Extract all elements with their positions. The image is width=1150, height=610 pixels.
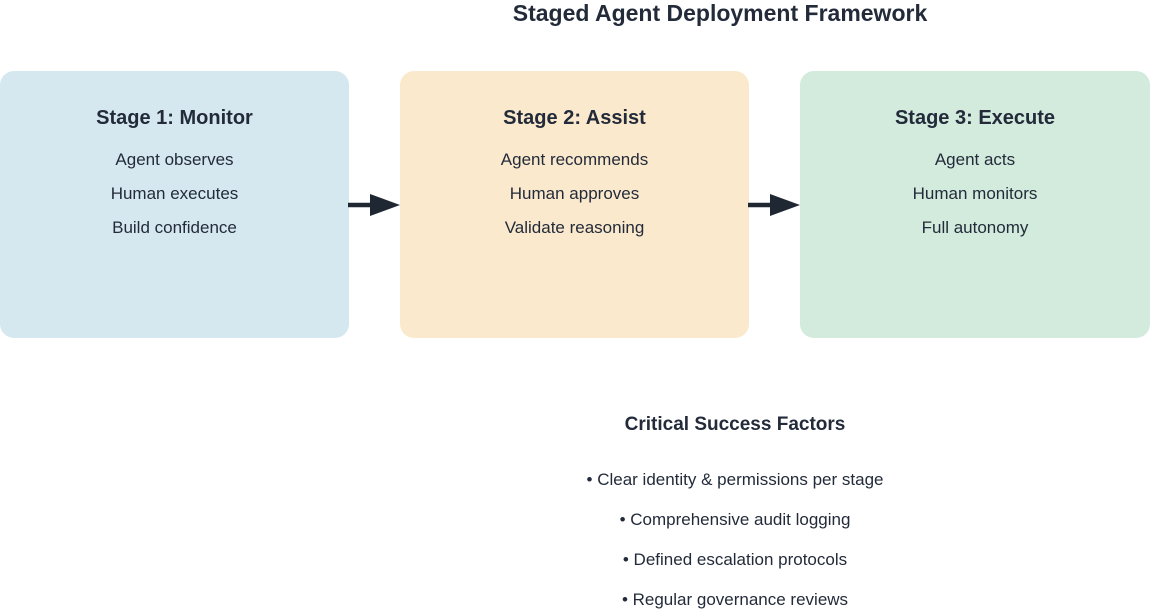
stage-2-box: Stage 2: Assist Agent recommends Human a… bbox=[400, 71, 749, 338]
critical-success-factors-title: Critical Success Factors bbox=[624, 414, 846, 435]
stage-1-box: Stage 1: Monitor Agent observes Human ex… bbox=[0, 71, 349, 338]
arrow-stage2-to-stage3-icon bbox=[748, 194, 800, 216]
critical-success-factors-section: Critical Success Factors • Clear identit… bbox=[235, 412, 1150, 610]
critical-success-factors-list: • Clear identity & permissions per stage… bbox=[235, 460, 1150, 610]
success-factor-item: • Comprehensive audit logging bbox=[619, 510, 851, 529]
stage-2-item: Agent recommends bbox=[500, 150, 649, 169]
success-factor-item: • Clear identity & permissions per stage bbox=[586, 470, 884, 489]
stage-1-title: Stage 1: Monitor bbox=[96, 107, 253, 129]
stage-3-box: Stage 3: Execute Agent acts Human monito… bbox=[800, 71, 1150, 338]
stage-1-item: Agent observes bbox=[115, 150, 234, 169]
stage-2-title: Stage 2: Assist bbox=[503, 107, 646, 129]
stage-2-item: Validate reasoning bbox=[504, 218, 645, 237]
stage-3-item: Agent acts bbox=[934, 150, 1016, 169]
stage-2-item: Human approves bbox=[509, 184, 640, 203]
stage-1-item: Human executes bbox=[110, 184, 239, 203]
success-factor-item: • Defined escalation protocols bbox=[622, 550, 848, 569]
stage-3-item: Full autonomy bbox=[921, 218, 1029, 237]
diagram-title: Staged Agent Deployment Framework bbox=[512, 0, 928, 26]
success-factor-item: • Regular governance reviews bbox=[621, 590, 849, 609]
stage-1-item: Build confidence bbox=[112, 218, 237, 237]
arrow-stage1-to-stage2-icon bbox=[348, 194, 400, 216]
stage-3-item: Human monitors bbox=[912, 184, 1038, 203]
stage-3-title: Stage 3: Execute bbox=[894, 107, 1056, 129]
